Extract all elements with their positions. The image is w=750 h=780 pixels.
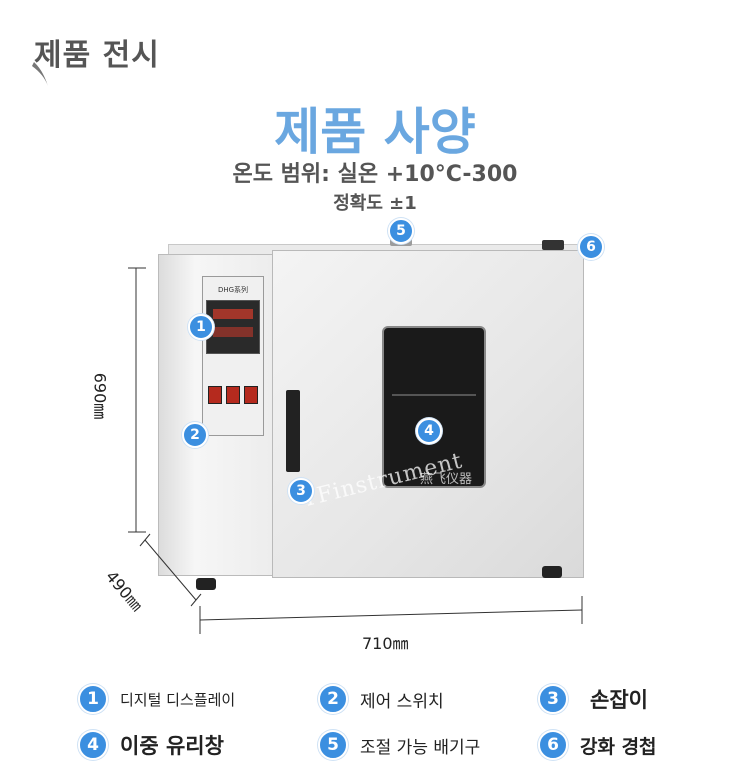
digital-display bbox=[206, 300, 260, 354]
legend-badge: 3 bbox=[538, 684, 568, 714]
callout-4: 4 bbox=[416, 418, 442, 444]
legend-label: 제어 스위치 bbox=[360, 691, 444, 712]
legend-label: 강화 경첩 bbox=[580, 735, 657, 758]
door-handle bbox=[286, 390, 300, 472]
callout-3: 3 bbox=[288, 478, 314, 504]
legend-item-5: 5 조절 가능 배기구 bbox=[318, 730, 480, 760]
panel-label: DHG系列 bbox=[217, 286, 249, 294]
temperature-range: 온도 범위: 실온 +10°C-300 bbox=[232, 162, 518, 187]
callout-2: 2 bbox=[182, 422, 208, 448]
callout-1: 1 bbox=[188, 314, 214, 340]
legend-label: 디지털 디스플레이 bbox=[120, 690, 236, 709]
hinge bbox=[542, 240, 564, 250]
callout-6: 6 bbox=[578, 234, 604, 260]
glass-window bbox=[382, 326, 486, 488]
legend-label: 조절 가능 배기구 bbox=[360, 737, 481, 758]
legend-item-1: 1 디지털 디스플레이 bbox=[78, 684, 235, 714]
legend-badge: 4 bbox=[78, 730, 108, 760]
foot-left bbox=[196, 578, 216, 590]
spec-title: 제품 사양 bbox=[274, 103, 476, 161]
legend-badge: 5 bbox=[318, 730, 348, 760]
page-title: 제품 전시 bbox=[34, 38, 160, 73]
control-switches bbox=[208, 386, 258, 404]
brush-stroke-icon bbox=[32, 62, 48, 86]
legend-item-4: 4 이중 유리창 bbox=[78, 730, 224, 760]
height-dimension: 690㎜ bbox=[90, 372, 110, 420]
legend-label: 손잡이 bbox=[590, 688, 648, 712]
legend-badge: 6 bbox=[538, 730, 568, 760]
foot-right bbox=[542, 566, 562, 578]
accuracy: 정확도 ±1 bbox=[333, 193, 417, 214]
legend-item-3: 3 손잡이 bbox=[538, 684, 648, 714]
callout-5: 5 bbox=[388, 218, 414, 244]
legend-badge: 2 bbox=[318, 684, 348, 714]
legend-item-2: 2 제어 스위치 bbox=[318, 684, 444, 714]
width-dimension: 710㎜ bbox=[362, 634, 409, 653]
watermark-sub: 燕飞仪器 bbox=[420, 472, 473, 487]
legend-label: 이중 유리창 bbox=[120, 734, 224, 758]
legend-badge: 1 bbox=[78, 684, 108, 714]
legend-item-6: 6 강화 경첩 bbox=[538, 730, 657, 760]
